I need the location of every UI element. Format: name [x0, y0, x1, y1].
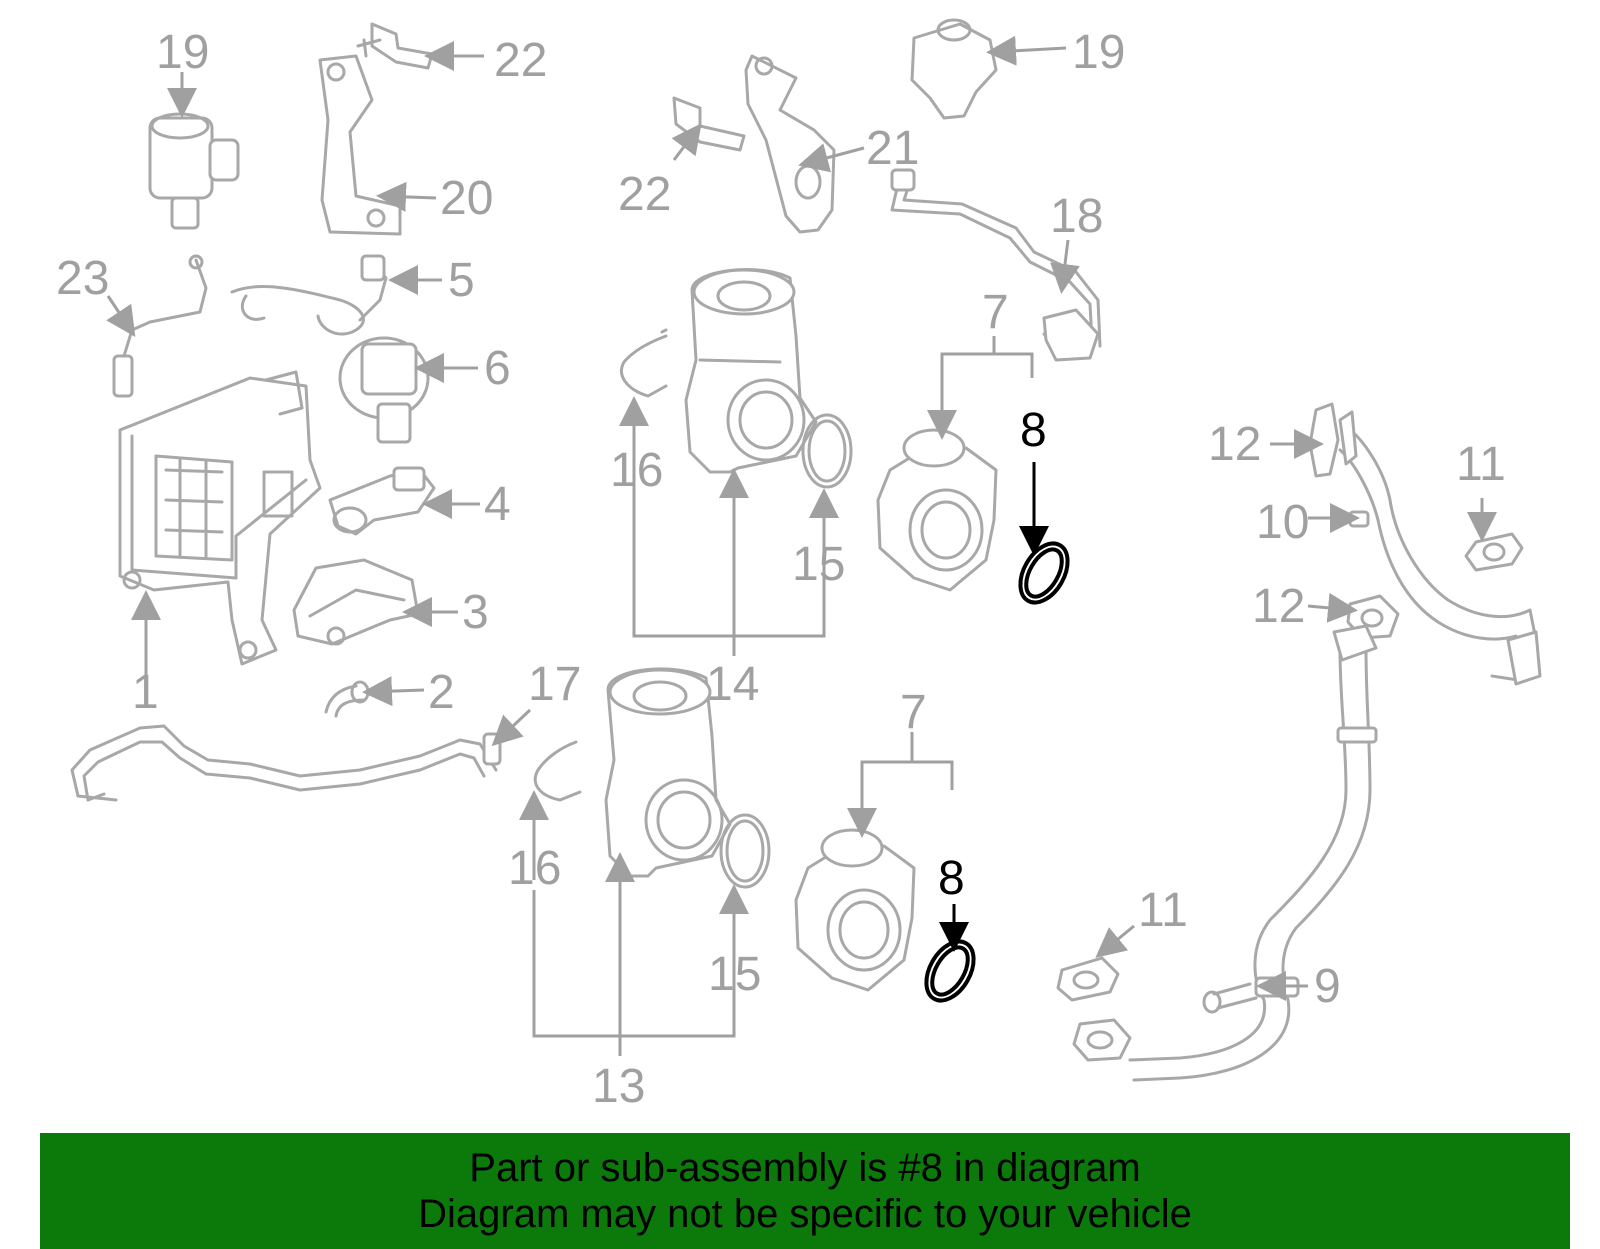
part-11-upper-gasket	[1464, 532, 1524, 572]
part-18-tube	[890, 168, 1102, 362]
part-2-hose	[324, 680, 370, 718]
part-7-lower-egr-valve	[794, 828, 916, 992]
part-22-left-clip	[356, 22, 434, 70]
callout-6: 6	[484, 342, 511, 395]
part-3-bracket	[292, 558, 420, 646]
part-7-upper-egr-valve	[876, 428, 998, 592]
part-12-upper-gasket	[1308, 402, 1340, 478]
callout-18: 18	[1050, 190, 1103, 243]
part-15-upper-gasket	[801, 413, 853, 489]
banner-line-disclaimer: Diagram may not be specific to your vehi…	[418, 1192, 1192, 1236]
callout-14: 14	[706, 658, 759, 711]
callout-5: 5	[448, 254, 475, 307]
callout-13: 13	[592, 1060, 645, 1113]
callout-4: 4	[484, 478, 511, 531]
part-9-pipe	[1072, 624, 1378, 1082]
callout-21: 21	[866, 122, 919, 175]
callout-22-left: 22	[494, 34, 547, 87]
part-19-left-valve	[148, 112, 240, 230]
part-11-lower-gasket	[1056, 956, 1120, 1002]
callout-8-upper: 8	[1020, 404, 1047, 457]
callout-7-lower: 7	[900, 686, 927, 739]
part-17-hose	[70, 724, 502, 802]
callout-16-upper: 16	[610, 444, 663, 497]
part-5-harness	[230, 254, 388, 336]
callout-10: 10	[1256, 496, 1309, 549]
part-16-lower-clip	[533, 740, 582, 802]
callout-labels: 19 22 20 23 5 6 4 3 2 1 17 21 22 19 18 7…	[56, 26, 1506, 1113]
callout-23: 23	[56, 252, 109, 305]
part-4-valve	[328, 466, 436, 536]
part-14-egr-pipe	[684, 268, 818, 474]
callout-8-lower: 8	[938, 852, 965, 905]
callout-11-upper: 11	[1456, 438, 1506, 491]
banner-line-part-number: Part or sub-assembly is #8 in diagram	[469, 1146, 1141, 1190]
callout-11-lower: 11	[1138, 884, 1188, 937]
callout-20: 20	[440, 172, 493, 225]
part-15-lower-gasket	[719, 813, 771, 889]
callout-22-right: 22	[618, 168, 671, 221]
callout-2: 2	[428, 666, 455, 719]
part-16-upper-clip	[620, 328, 668, 398]
leader-lines	[106, 35, 1497, 1056]
callout-12-upper: 12	[1208, 418, 1261, 471]
part-21-bracket	[744, 54, 836, 234]
callout-15-upper: 15	[792, 538, 845, 591]
part-19-right-valve	[910, 18, 998, 120]
callout-19-left: 19	[156, 26, 209, 79]
callout-16-lower: 16	[508, 842, 561, 895]
callout-1: 1	[132, 666, 159, 719]
part-6-valve	[338, 336, 430, 444]
part-23-sensor	[112, 254, 208, 398]
info-banner: Part or sub-assembly is #8 in diagram Di…	[40, 1133, 1570, 1249]
callout-3: 3	[462, 586, 489, 639]
callout-9: 9	[1314, 960, 1341, 1013]
callout-19-right: 19	[1072, 26, 1125, 79]
callout-17: 17	[528, 658, 581, 711]
part-1-canister	[118, 370, 322, 666]
part-13-egr-pipe	[604, 667, 732, 878]
part-22-right-clip	[672, 96, 746, 152]
part-10-pipe-upper	[1338, 410, 1542, 686]
callout-12-lower: 12	[1252, 580, 1305, 633]
part-20-bracket	[318, 54, 402, 236]
part-8-upper-o-ring	[1018, 541, 1070, 605]
part-8-lower-o-ring	[924, 939, 976, 1003]
callout-7-upper: 7	[982, 286, 1009, 339]
callout-15-lower: 15	[708, 948, 761, 1001]
